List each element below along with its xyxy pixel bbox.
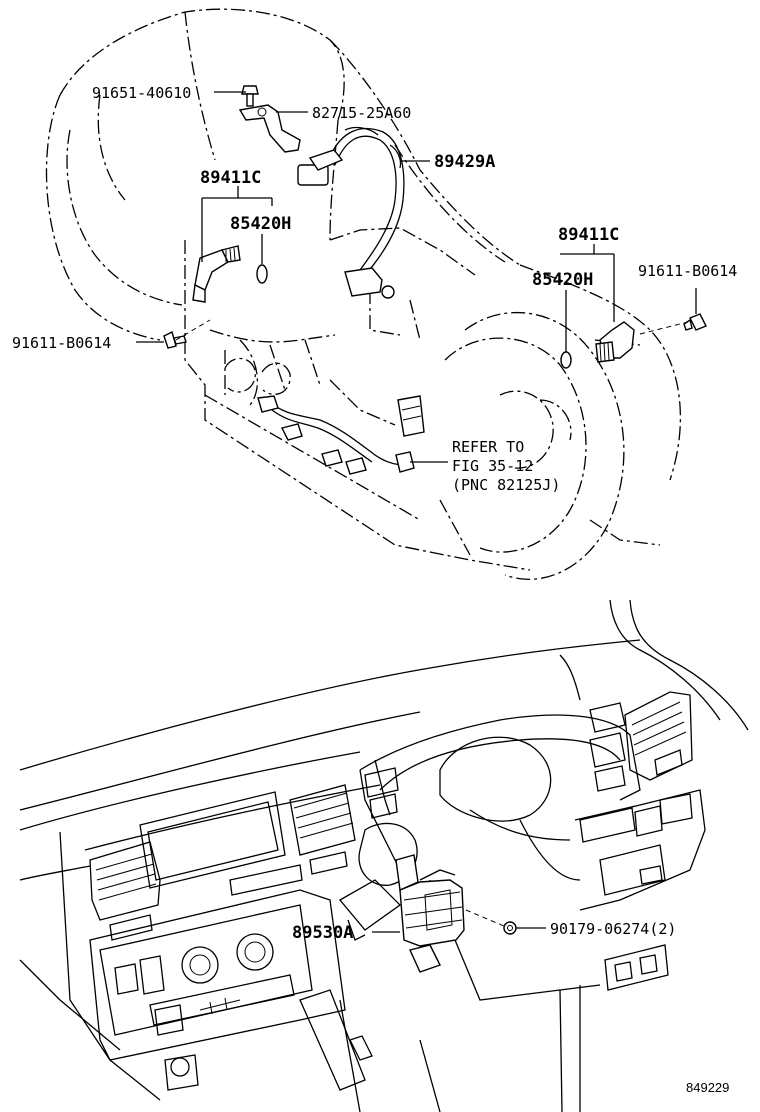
- o-ring-85420h-right: [560, 351, 572, 369]
- part-label-89411c-left: 89411C: [200, 168, 261, 188]
- control-module-89530a: [395, 854, 465, 973]
- note-line-2: FIG 35-12: [452, 457, 533, 475]
- part-label-91611-b0614-right: 91611-B0614: [638, 262, 737, 280]
- sensor-89411c-left: [192, 245, 241, 303]
- dashboard-illustration: [19, 599, 749, 1112]
- transmission-harness: [257, 395, 425, 475]
- part-label-82715-25a60: 82715-25A60: [312, 104, 411, 122]
- bracket-82715: [238, 104, 301, 153]
- part-label-91611-b0614-left: 91611-B0614: [12, 334, 111, 352]
- bolt-91611-left: [163, 330, 187, 349]
- part-label-85420h-left: 85420H: [230, 214, 291, 234]
- sensor-89411c-right: [595, 321, 635, 363]
- wire-harness-89429a: [297, 126, 405, 299]
- part-label-89429a: 89429A: [434, 152, 495, 172]
- note-line-1: REFER TO: [452, 438, 524, 456]
- o-ring-85420h-left: [256, 264, 268, 284]
- part-label-89411c-right: 89411C: [558, 225, 619, 245]
- part-label-90179-06274: 90179-06274(2): [550, 920, 676, 938]
- part-label-91651-40610: 91651-40610: [92, 84, 191, 102]
- bolt-91651: [241, 85, 259, 107]
- part-label-85420h-right: 85420H: [532, 270, 593, 290]
- part-label-89530a: 89530A: [292, 923, 353, 943]
- leader-lines-bottom: [372, 909, 546, 933]
- note-line-3: (PNC 82125J): [452, 476, 560, 494]
- transmission-housing: [45, 8, 681, 580]
- bolt-91611-right: [683, 313, 707, 331]
- nut-90179: [503, 921, 517, 935]
- figure-number: 849229: [686, 1080, 729, 1095]
- leader-lines-top: [136, 91, 697, 463]
